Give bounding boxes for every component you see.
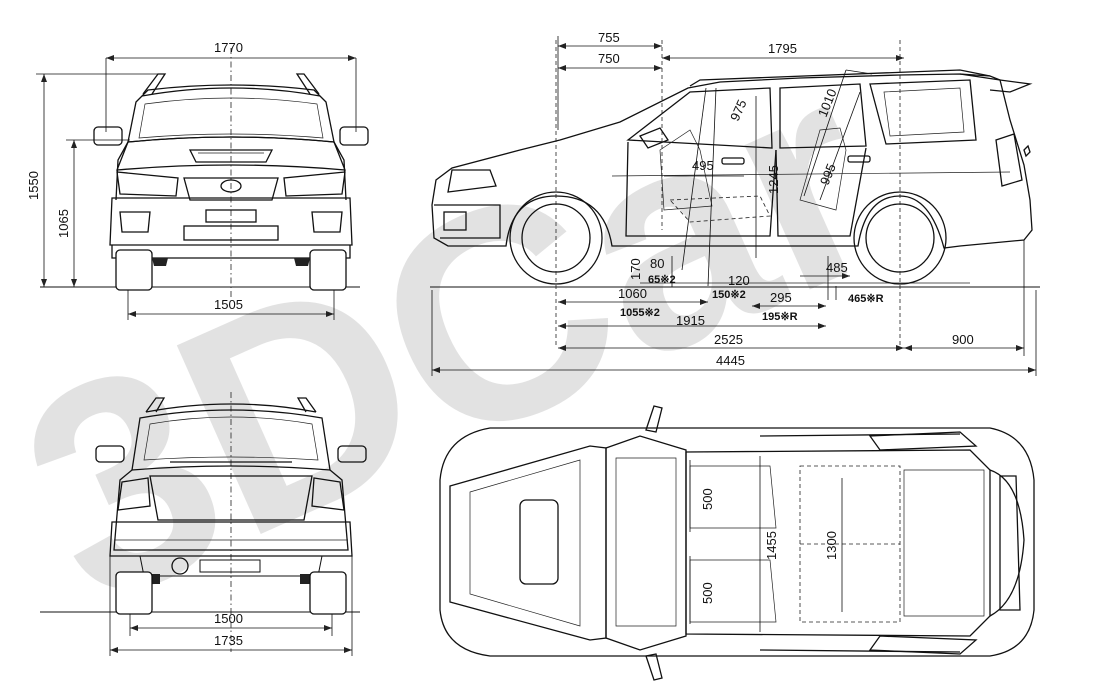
- dim-side-rear-step-note: 195※R: [762, 311, 798, 323]
- dim-front-track: 1505: [214, 297, 243, 312]
- dim-side-interior-height: 1245: [766, 165, 781, 194]
- dim-side-seat-depth: 495: [692, 158, 714, 173]
- dim-side-seat-height-a: 80: [650, 256, 664, 271]
- dim-side-rear-step: 295: [770, 290, 792, 305]
- dim-rear-body-width: 1735: [214, 633, 243, 648]
- dim-side-seat-span: 1915: [676, 313, 705, 328]
- top-view: 500 500 1455 1300: [439, 405, 1035, 681]
- dim-front-height-overall: 1550: [26, 171, 41, 200]
- dim-top-front-seat-width-b: 500: [700, 582, 715, 604]
- dim-side-front-overhang-b: 750: [598, 51, 620, 66]
- dim-side-step-height-note: 150※2: [712, 289, 746, 301]
- dim-side-rear-overhang: 900: [952, 332, 974, 347]
- dim-side-step-height: 120: [728, 273, 750, 288]
- dim-top-rear-seat-width: 1300: [824, 531, 839, 560]
- rear-view: 1500 1735: [40, 392, 367, 656]
- dim-front-overall-width: 1770: [214, 40, 243, 55]
- dim-side-overall-length: 4445: [716, 353, 745, 368]
- side-view: 975 1010 995 495 1245 755 750 1795 170 8…: [430, 30, 1040, 376]
- dim-side-rear-section: 1795: [768, 41, 797, 56]
- dim-side-rear-floor-note: 465※R: [848, 293, 884, 305]
- dim-side-front-overhang-a: 755: [598, 30, 620, 45]
- dim-side-front-seat-pos-note: 1055※2: [620, 307, 660, 319]
- dim-rear-track: 1500: [214, 611, 243, 626]
- dim-top-cabin-width: 1455: [764, 531, 779, 560]
- watermark: 3DCar: [0, 2, 923, 668]
- front-view: 1770 1550 1065 1505: [26, 40, 369, 320]
- dim-front-height-body: 1065: [56, 209, 71, 238]
- watermark-text: 3DCar: [0, 2, 923, 668]
- dim-side-ground-clearance-a: 170: [628, 258, 643, 280]
- dim-side-seat-height-a-note: 65※2: [648, 274, 676, 286]
- dim-top-front-seat-width-a: 500: [700, 488, 715, 510]
- dim-side-front-seat-pos: 1060: [618, 286, 647, 301]
- dim-side-wheelbase: 2525: [714, 332, 743, 347]
- dim-side-rear-floor-height: 485: [826, 260, 848, 275]
